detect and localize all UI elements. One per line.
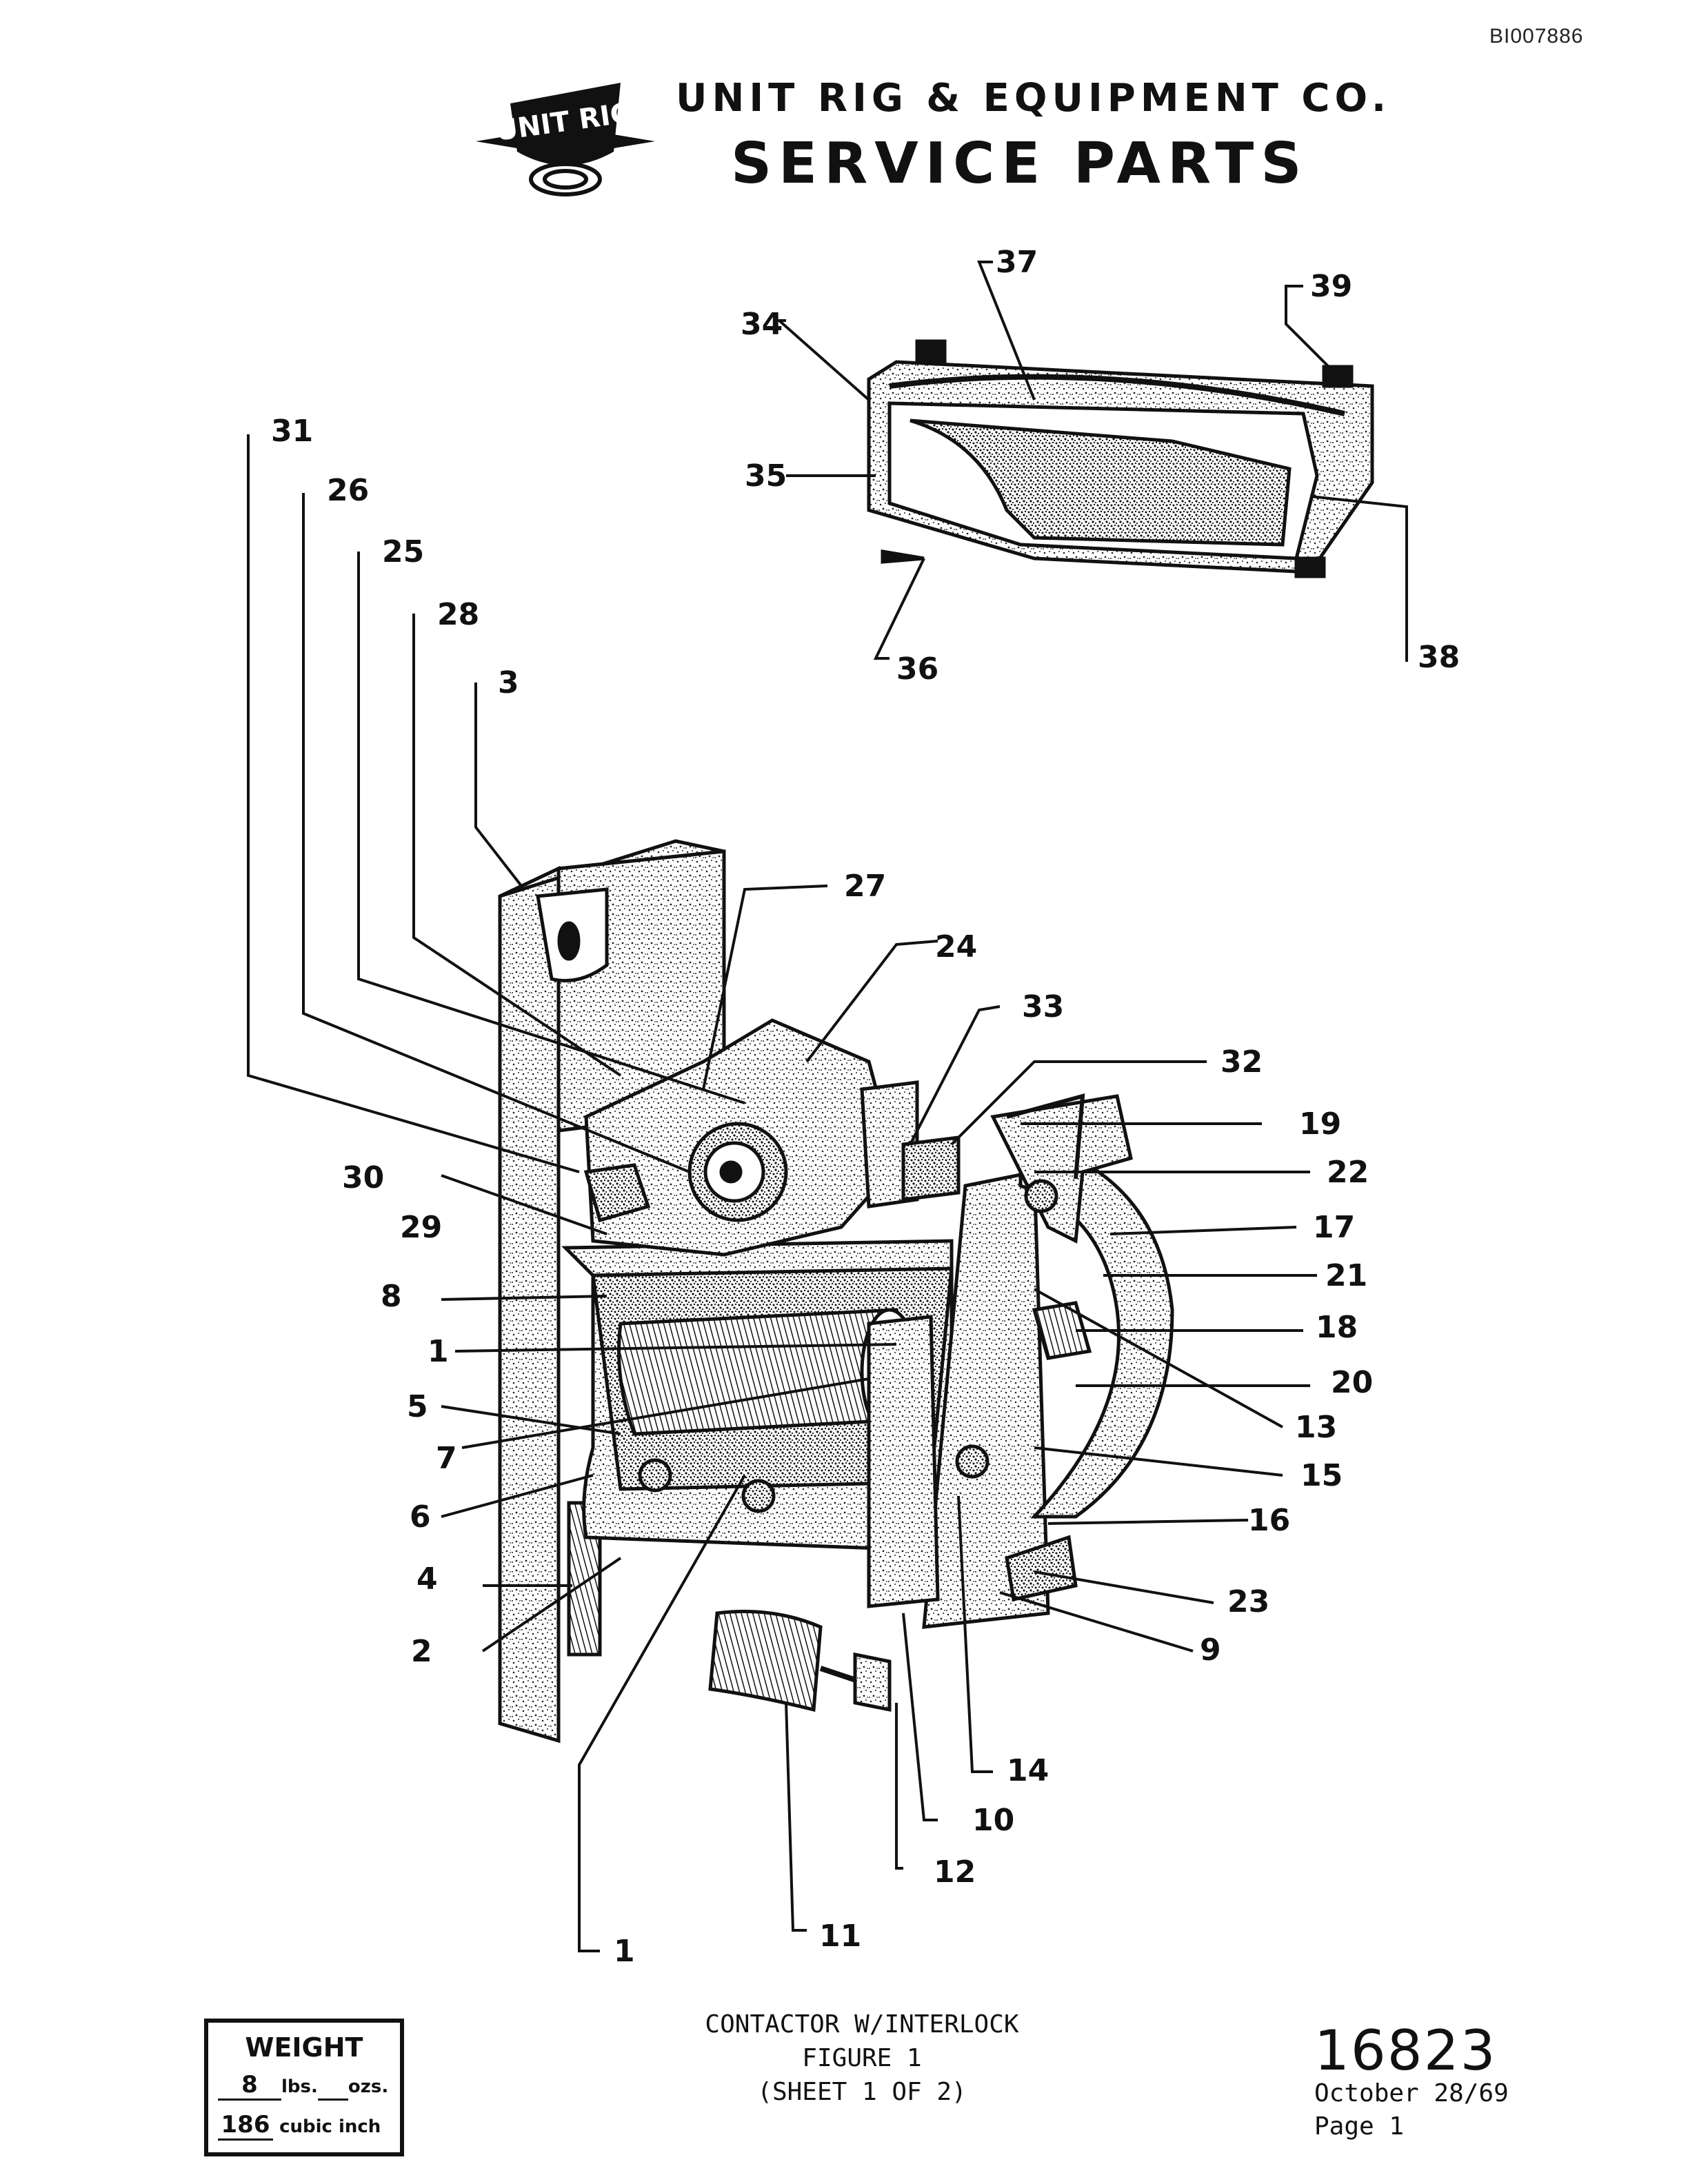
callout-39: 39 (1310, 269, 1352, 304)
callout-17: 17 (1313, 1210, 1355, 1245)
callout-27: 27 (844, 869, 886, 904)
callout-16: 16 (1248, 1503, 1290, 1538)
weight-volume-label: cubic inch (279, 2116, 381, 2137)
callout-7: 7 (436, 1441, 457, 1476)
callout-10: 10 (972, 1803, 1014, 1838)
callout-14: 14 (1007, 1753, 1049, 1788)
contactor-assembly (498, 839, 1174, 1743)
callout-33: 33 (1022, 989, 1064, 1024)
callout-9: 9 (1200, 1632, 1221, 1668)
caption-line-2: FIGURE 1 (802, 2044, 922, 2072)
callout-32: 32 (1220, 1044, 1263, 1080)
callout-30: 30 (342, 1160, 384, 1195)
callout-38: 38 (1418, 640, 1460, 675)
unit-rig-logo: UNIT RIG (476, 83, 655, 196)
page-title: SERVICE PARTS (731, 131, 1309, 196)
callout-24: 24 (935, 929, 977, 964)
callout-15: 15 (1300, 1458, 1343, 1493)
callout-5: 5 (407, 1389, 428, 1424)
document-id: BI007886 (1489, 25, 1584, 48)
callout-23: 23 (1227, 1584, 1269, 1619)
callout-25: 25 (382, 534, 424, 569)
leader-lines (247, 261, 1408, 1952)
callout-31: 31 (271, 414, 313, 449)
callout-21: 21 (1325, 1258, 1367, 1293)
callout-1: 1 (428, 1334, 449, 1369)
callout-12: 12 (934, 1854, 976, 1890)
weight-ozs-label: ozs. (348, 2076, 389, 2097)
caption-line-3: (SHEET 1 OF 2) (757, 2078, 967, 2106)
company-name: UNIT RIG & EQUIPMENT CO. (676, 76, 1391, 121)
callout-36: 36 (896, 651, 938, 687)
weight-lbs-value: 8 (218, 2071, 281, 2101)
callout-35: 35 (745, 458, 787, 494)
callout-11: 11 (819, 1919, 861, 1954)
callout-1-lower: 1 (614, 1934, 635, 1969)
callout-28: 28 (437, 597, 479, 632)
callout-20: 20 (1331, 1365, 1373, 1400)
callout-26: 26 (327, 473, 369, 508)
callout-13: 13 (1295, 1410, 1337, 1445)
weight-lbs-label: lbs. (281, 2076, 318, 2097)
drawing-date: October 28/69 (1314, 2079, 1509, 2107)
callout-34: 34 (741, 307, 783, 342)
callout-22: 22 (1327, 1155, 1369, 1190)
weight-title: WEIGHT (245, 2032, 363, 2063)
callout-6: 6 (410, 1499, 431, 1535)
weight-volume-line: 186 cubic inch (218, 2111, 381, 2141)
figure-caption: CONTACTOR W/INTERLOCK FIGURE 1 (SHEET 1 … (621, 2008, 1103, 2109)
interlock-assembly (867, 339, 1374, 578)
weight-volume-value: 186 (218, 2111, 273, 2141)
drawing-number: 16823 (1314, 2019, 1497, 2083)
callout-18: 18 (1316, 1310, 1358, 1345)
callout-29: 29 (400, 1210, 442, 1245)
callout-2: 2 (411, 1634, 432, 1669)
callout-4: 4 (416, 1561, 438, 1597)
callout-19: 19 (1299, 1106, 1341, 1142)
callout-numbers: 31 26 25 28 3 27 24 33 32 19 22 17 21 18… (271, 245, 1460, 1969)
page-number: Page 1 (1314, 2112, 1405, 2141)
caption-line-1: CONTACTOR W/INTERLOCK (705, 2010, 1019, 2039)
callout-8: 8 (381, 1279, 402, 1314)
callout-3: 3 (498, 665, 519, 700)
callout-37: 37 (996, 245, 1038, 280)
